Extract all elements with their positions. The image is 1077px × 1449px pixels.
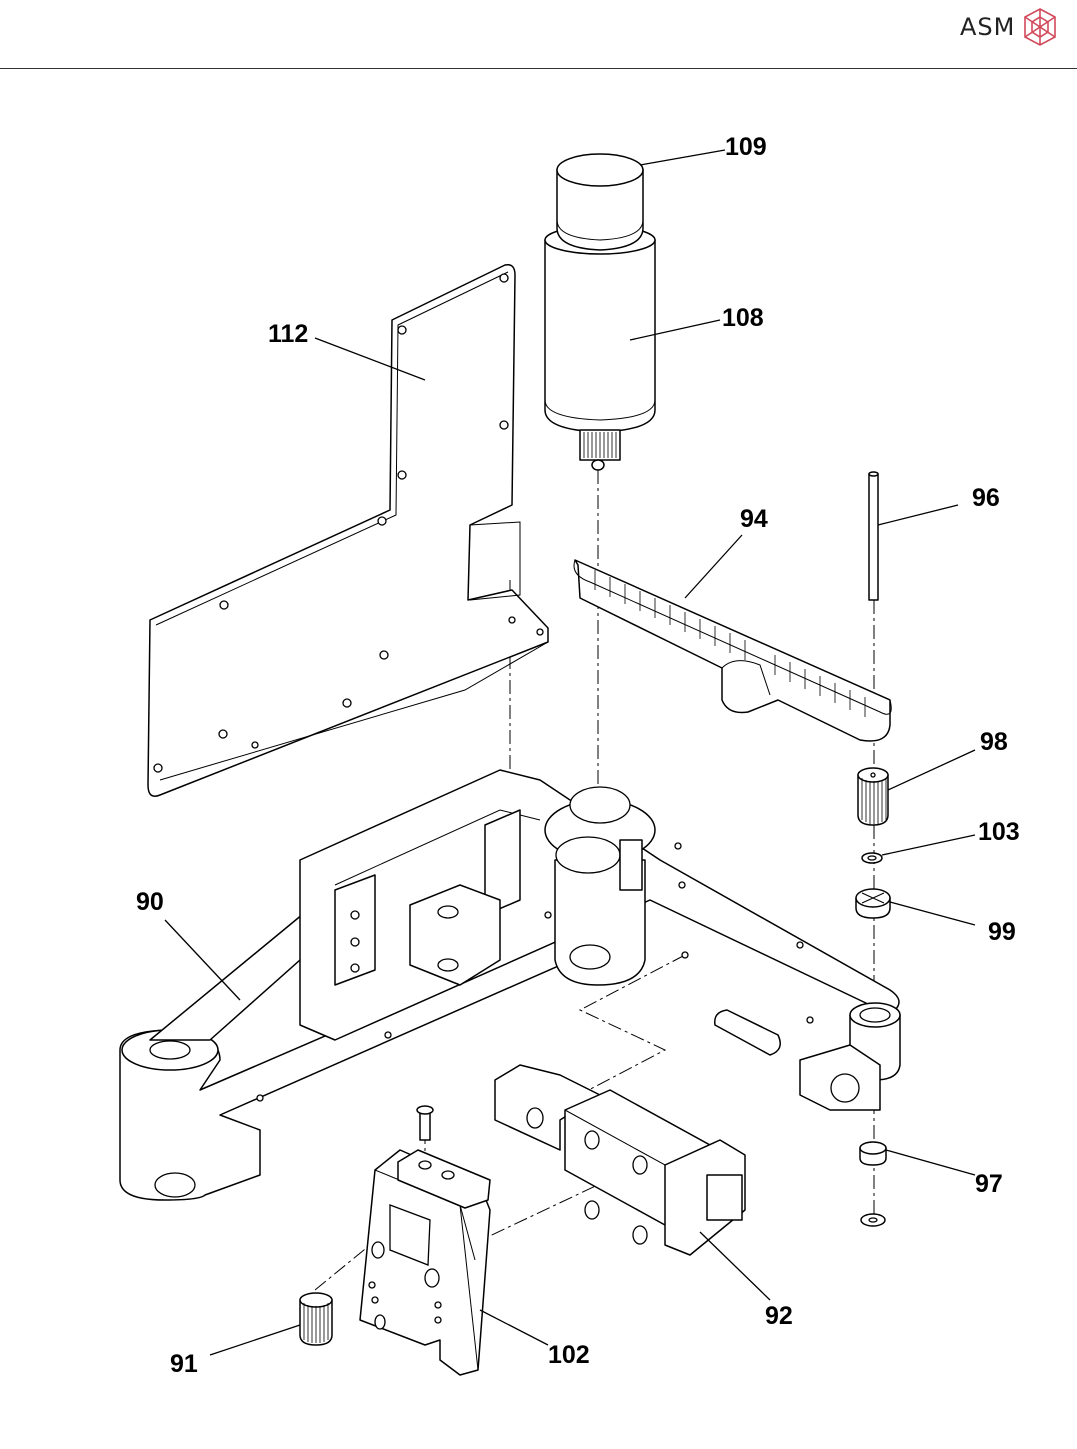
leader-109 — [640, 150, 725, 165]
part-91-gear — [300, 1293, 332, 1345]
callout-97: 97 — [975, 1170, 1003, 1198]
part-90-base-frame — [120, 770, 900, 1200]
callout-99: 99 — [988, 918, 1016, 946]
callout-90: 90 — [136, 888, 164, 916]
callout-103: 103 — [978, 818, 1020, 846]
part-94-toothed-belt — [574, 560, 891, 741]
callout-112: 112 — [268, 320, 308, 348]
leader-96 — [878, 505, 958, 525]
part-92-linear-guide — [495, 1065, 745, 1255]
leader-92 — [700, 1232, 770, 1300]
callout-94: 94 — [740, 505, 768, 533]
callout-98: 98 — [980, 728, 1008, 756]
part-98-gear — [858, 768, 888, 825]
part-109-motor-cap — [557, 154, 643, 250]
leader-103 — [882, 835, 975, 855]
callout-109: 109 — [725, 133, 767, 161]
callout-108: 108 — [722, 304, 764, 332]
part-97-nut — [860, 1142, 886, 1226]
leader-102 — [480, 1310, 548, 1345]
part-102-carriage-plate — [360, 1106, 490, 1375]
callout-102: 102 — [548, 1341, 590, 1369]
leader-91 — [210, 1325, 300, 1355]
part-108-motor — [545, 226, 655, 470]
part-96-pin — [869, 472, 878, 600]
part-112-cover-plate — [148, 265, 548, 797]
part-103-washer — [862, 853, 882, 863]
callout-96: 96 — [972, 484, 1000, 512]
callout-92: 92 — [765, 1302, 793, 1330]
leader-90 — [165, 920, 240, 1000]
leader-99 — [890, 902, 975, 925]
leader-98 — [888, 750, 975, 790]
callout-91: 91 — [170, 1350, 198, 1378]
part-99-hub — [856, 889, 890, 918]
leader-97 — [886, 1150, 975, 1175]
leader-94 — [685, 535, 742, 598]
